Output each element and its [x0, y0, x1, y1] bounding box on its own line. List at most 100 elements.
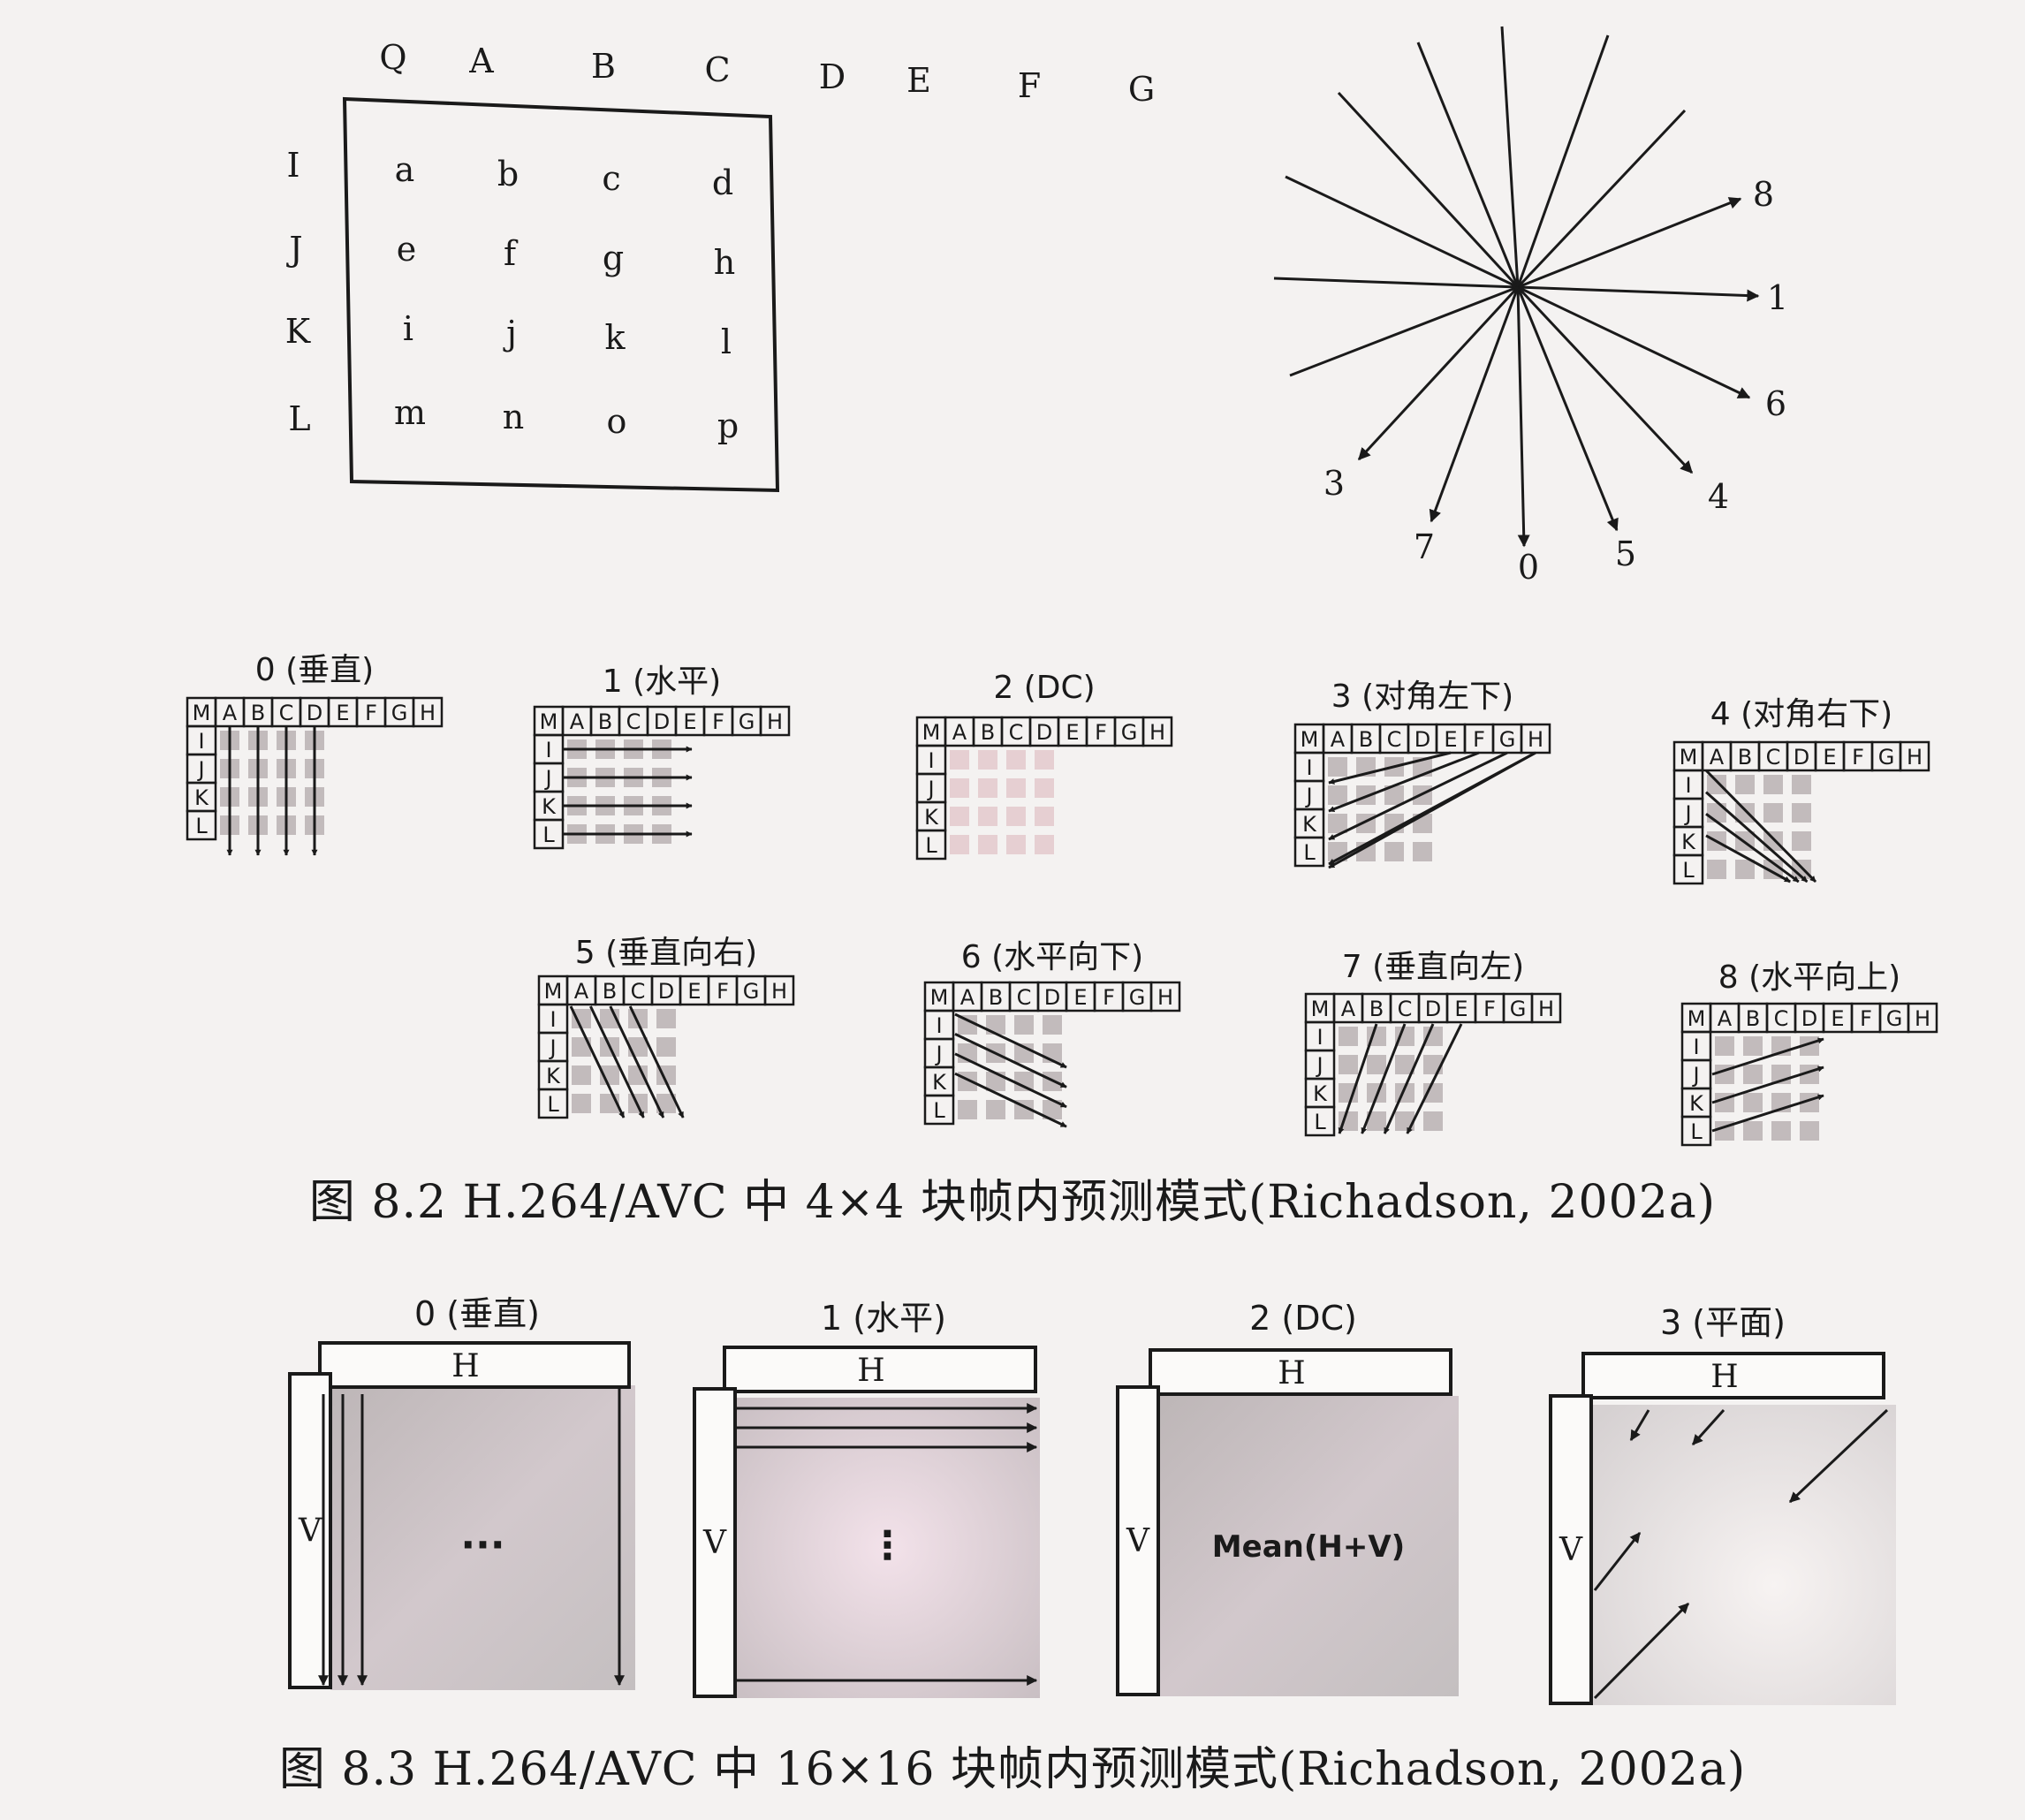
grid-left-label: J: [1683, 801, 1691, 826]
prediction-cell: [656, 1009, 676, 1028]
grid-left-cell: [1293, 836, 1325, 868]
prediction-cell: [1771, 1121, 1791, 1141]
grid-top-label: A: [570, 709, 585, 734]
grid-top-label: E: [1073, 985, 1087, 1010]
grid-left-cell: [1672, 853, 1704, 885]
fan-arrow-1: [1517, 285, 1760, 302]
prediction-cell: [1763, 775, 1783, 794]
grid-left-cell: [1680, 1115, 1712, 1147]
prediction-arrow: [589, 1005, 645, 1119]
prediction-arrow: [1383, 1023, 1435, 1134]
prediction-cell: [1339, 1055, 1358, 1074]
grid-left-label: L: [542, 823, 555, 847]
h-neighbour-bar: [723, 1346, 1037, 1393]
mode-16x16-title: 3 (平面): [1660, 1303, 1786, 1342]
mode-4x4-title: 4 (对角右下): [1710, 696, 1892, 732]
top-neighbour-label: G: [1128, 70, 1155, 109]
prediction-cell: [1792, 860, 1811, 879]
prediction-cell: [1395, 1055, 1414, 1074]
prediction-arrow: [1328, 751, 1452, 785]
fan-label-6: 6: [1765, 384, 1786, 423]
prediction-arrow: [1361, 1023, 1407, 1134]
grid-top-label: A: [1341, 997, 1356, 1021]
fan-label-7: 7: [1414, 527, 1435, 566]
grid-left-label: K: [1313, 1081, 1328, 1106]
prediction-cell: [1339, 1027, 1358, 1046]
grid-top-label: E: [687, 979, 701, 1004]
prediction-arrow: [1328, 751, 1480, 813]
prediction-cell: [978, 750, 997, 770]
grid-left-cell: [186, 809, 217, 841]
v-neighbour-bar: [693, 1387, 737, 1698]
grid-left-label: L: [1314, 1110, 1326, 1134]
grid-left-cell: [537, 1088, 569, 1119]
prediction-cell: [1356, 785, 1376, 805]
grid-left-label: I: [198, 729, 204, 754]
prediction-cell: [1395, 1111, 1414, 1131]
prediction-cell: [572, 1037, 591, 1057]
prediction-cell: [1035, 750, 1054, 770]
plane-arrow: [1788, 1408, 1889, 1504]
grid-left-cell: [923, 1094, 955, 1126]
pixel-cell-b: b: [497, 155, 519, 193]
grid-top-label: H: [1538, 997, 1554, 1021]
prediction-cell: [978, 778, 997, 798]
grid-top-label: D: [1425, 997, 1441, 1021]
prediction-cell: [1743, 1065, 1763, 1084]
fan-arrow-4: [1516, 285, 1694, 474]
mode-16x16-panel-1: 1 (水平)HV⋮: [693, 1299, 1040, 1698]
grid-top-label: M: [544, 979, 563, 1004]
grid-left-label: K: [1302, 812, 1317, 837]
block-16x16: [330, 1385, 635, 1690]
grid-top-label: F: [1860, 1006, 1872, 1031]
pixel-cell-d: d: [712, 163, 733, 202]
grid-left-label: J: [934, 1042, 942, 1066]
grid-top-label: B: [598, 709, 612, 734]
prediction-arrow: [1705, 791, 1809, 883]
prediction-cell: [1384, 785, 1404, 805]
grid-top-label: F: [1473, 727, 1485, 752]
grid-left-label: I: [1685, 773, 1691, 798]
grid-top-label: D: [307, 701, 322, 725]
grid-left-label: I: [545, 738, 551, 762]
grid-left-label: K: [924, 805, 939, 830]
grid-top-label: G: [1510, 997, 1527, 1021]
prediction-arrow: [954, 1052, 1067, 1109]
prediction-arrow: [1328, 751, 1536, 866]
fan-label-4: 4: [1708, 477, 1729, 516]
grid-top-label: F: [1095, 720, 1107, 745]
prediction-cell: [950, 778, 969, 798]
grid-top-label: H: [1907, 745, 1923, 770]
grid-top-label: M: [930, 985, 949, 1010]
grid-left-label: J: [1315, 1053, 1323, 1078]
grid-left-label: L: [1303, 840, 1316, 865]
mode-16x16-title: 1 (水平): [821, 1299, 946, 1338]
mode-4x4-title: 6 (水平向下): [961, 939, 1143, 975]
block-center-mark: ⋮: [868, 1523, 907, 1568]
grid-top-cell: [1907, 1002, 1938, 1034]
left-neighbour-label: K: [285, 312, 311, 351]
prediction-cell: [1395, 1027, 1414, 1046]
grid-left-label: J: [1304, 784, 1312, 808]
grid-top-label: E: [1066, 720, 1079, 745]
grid-top-label: B: [1738, 745, 1752, 770]
grid-top-label: F: [1852, 745, 1864, 770]
prediction-cell: [978, 807, 997, 826]
prediction-arrow: [1711, 1065, 1824, 1104]
grid-top-label: D: [1044, 985, 1060, 1010]
grid-top-label: B: [251, 701, 265, 725]
prediction-arrow: [954, 1012, 1067, 1069]
prediction-arrow: [1338, 1023, 1378, 1134]
grid-top-label: B: [603, 979, 617, 1004]
prediction-cell: [656, 1037, 676, 1057]
prediction-arrow: [1406, 1023, 1463, 1134]
v-neighbour-bar: [1549, 1394, 1593, 1705]
grid-top-label: H: [1528, 727, 1543, 752]
fan-label-1: 1: [1767, 278, 1788, 317]
plane-arrow: [1629, 1409, 1650, 1442]
